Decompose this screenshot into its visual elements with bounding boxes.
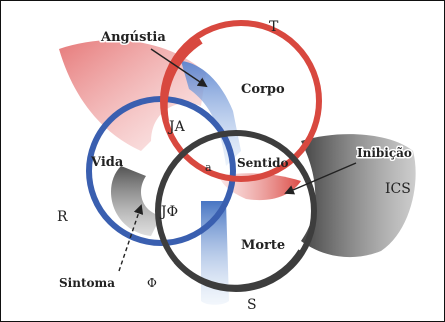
label-inibicao: Inibição	[357, 146, 412, 160]
angustia-arrow	[150, 48, 208, 88]
label-ja: JA	[167, 119, 186, 135]
sintoma-arrow	[118, 204, 144, 272]
imaginary-ring-overpass	[173, 249, 304, 291]
label-phi: Φ	[147, 276, 157, 290]
inibicao-arrow	[284, 162, 357, 195]
sintoma-gray-field	[111, 166, 161, 236]
inibicao-field	[301, 134, 416, 258]
label-sentido: Sentido	[237, 156, 289, 170]
label-r: R	[57, 209, 68, 225]
label-sintoma: Sintoma	[59, 276, 115, 290]
label-vida: Vida	[90, 155, 124, 170]
label-ics: ICS	[385, 181, 411, 197]
label-morte: Morte	[241, 238, 285, 253]
label-a: a	[205, 161, 212, 174]
symbolic-ring-overpass	[161, 38, 203, 122]
label-angustia: Angústia	[100, 30, 166, 45]
label-s: S	[247, 297, 257, 313]
label-t: T	[269, 19, 279, 35]
label-corpo: Corpo	[241, 82, 285, 97]
label-jphi: JΦ	[159, 204, 178, 220]
